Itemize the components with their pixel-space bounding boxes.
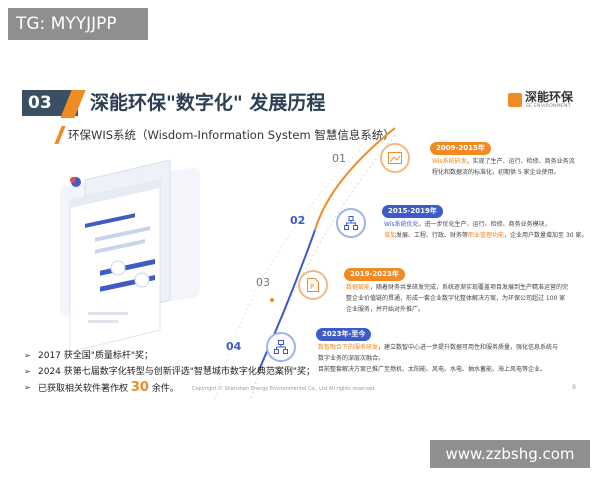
company-logo-name: 深能环保 bbox=[525, 90, 574, 104]
timeline-step-number: 02 bbox=[290, 214, 306, 227]
award-item: 2024 获第七届数字化转型与创新评选"智慧城市数字化典范案例"奖； bbox=[24, 364, 315, 380]
copyright-count: 30 bbox=[130, 380, 149, 395]
copyright-notice: Copyright © Shenzhen Energy Environmenta… bbox=[192, 386, 376, 392]
period-tag: 2015-2019年 bbox=[382, 205, 443, 218]
timeline-description: Wis系统优化，进一步优化生产、运行、检修、商务业务模块， 增加发展、工程、行政… bbox=[384, 219, 588, 241]
svg-text:P: P bbox=[310, 283, 314, 291]
award-item: 已获取相关软件著作权 30 余件。 bbox=[24, 380, 315, 397]
period-tag: 2009-2015年 bbox=[430, 142, 491, 155]
description-text: 整企业价值链的贯通，形成一套企业数字化整体解决方案，为环保公司超过 100 家 bbox=[346, 295, 566, 302]
description-text: 数字业务的深层次融合。 bbox=[318, 355, 385, 362]
highlight-text: 数智融合下的服务研发 bbox=[318, 344, 379, 351]
watermark-bottom: www.zzbshg.com bbox=[430, 440, 590, 468]
description-text: ，建立数智中心进一步提升数据可用性和服务质量，强化信息系统与 bbox=[378, 344, 559, 351]
company-logo-subtitle: SE ENVIRONMENT bbox=[526, 104, 571, 109]
description-text: ，实现了生产、运行、检修、商务业务流 bbox=[466, 158, 575, 165]
award-text: 余件。 bbox=[148, 384, 179, 394]
description-text: 企业服务，并开始对外推广。 bbox=[346, 306, 425, 313]
org-chart-icon bbox=[344, 216, 358, 230]
window-illustration bbox=[69, 159, 171, 353]
description-text: ，随着财务共享研发完成，系统逐渐实现覆盖项目发展到生产精准运营的完 bbox=[370, 284, 569, 291]
slide-title: 深能环保"数字化" 发展历程 bbox=[90, 92, 326, 114]
description-text: 发展、工程、行政、财务等 bbox=[396, 232, 469, 239]
slide-subtitle: 环保WIS系统（Wisdom-Information System 智慧信息系统… bbox=[68, 128, 395, 142]
image-icon bbox=[388, 152, 402, 164]
highlight-text: Wis系统研发 bbox=[432, 158, 467, 165]
timeline-icon-circle bbox=[336, 208, 366, 238]
page-number: 9 bbox=[572, 384, 576, 391]
highlight-text: 增加 bbox=[384, 232, 397, 239]
description-text: 程化和数据流的标准化，初期供 5 家企业使用。 bbox=[432, 169, 560, 176]
award-text: 已获取相关软件著作权 bbox=[38, 384, 131, 394]
highlight-text: Wis系统优化 bbox=[384, 221, 419, 228]
timeline-description: 数据赋能，随着财务共享研发完成，系统逐渐实现覆盖项目发展到生产精准运营的完 整企… bbox=[346, 282, 568, 315]
awards-list: 2017 获全国"质量标杆"奖； 2024 获第七届数字化转型与创新评选"智慧城… bbox=[24, 348, 315, 397]
description-text: ，进一步优化生产、运行、检修、商务业务模块， bbox=[418, 221, 551, 228]
highlight-text: 数据赋能 bbox=[346, 284, 371, 291]
section-number: 03 bbox=[28, 93, 52, 113]
description-text: ，企业用户数量增加至 30 家。 bbox=[504, 232, 588, 239]
timeline-step-number: 03 bbox=[256, 276, 270, 289]
company-logo-icon bbox=[508, 93, 522, 107]
timeline-description: 数智融合下的服务研发，建立数智中心进一步提升数据可用性和服务质量，强化信息系统与… bbox=[318, 342, 558, 375]
watermark-top: TG: MYYJJPP bbox=[8, 8, 148, 40]
timeline-step-number: 01 bbox=[332, 152, 346, 165]
award-item: 2017 获全国"质量标杆"奖； bbox=[24, 348, 315, 364]
timeline-icon-circle bbox=[380, 143, 410, 173]
timeline-icon-circle: P bbox=[298, 270, 328, 300]
description-text: 目前整套解决方案已推广至燃机、太阳能、风电、水电、抽水蓄能、海上风电等企业。 bbox=[318, 366, 547, 373]
highlight-text: 职业管理功能 bbox=[468, 232, 505, 239]
document-p-icon: P bbox=[307, 278, 319, 292]
period-tag: 2023年-至今 bbox=[316, 328, 372, 341]
period-tag: 2019-2023年 bbox=[344, 268, 405, 281]
timeline-description: Wis系统研发，实现了生产、运行、检修、商务业务流 程化和数据流的标准化，初期供… bbox=[432, 156, 575, 178]
